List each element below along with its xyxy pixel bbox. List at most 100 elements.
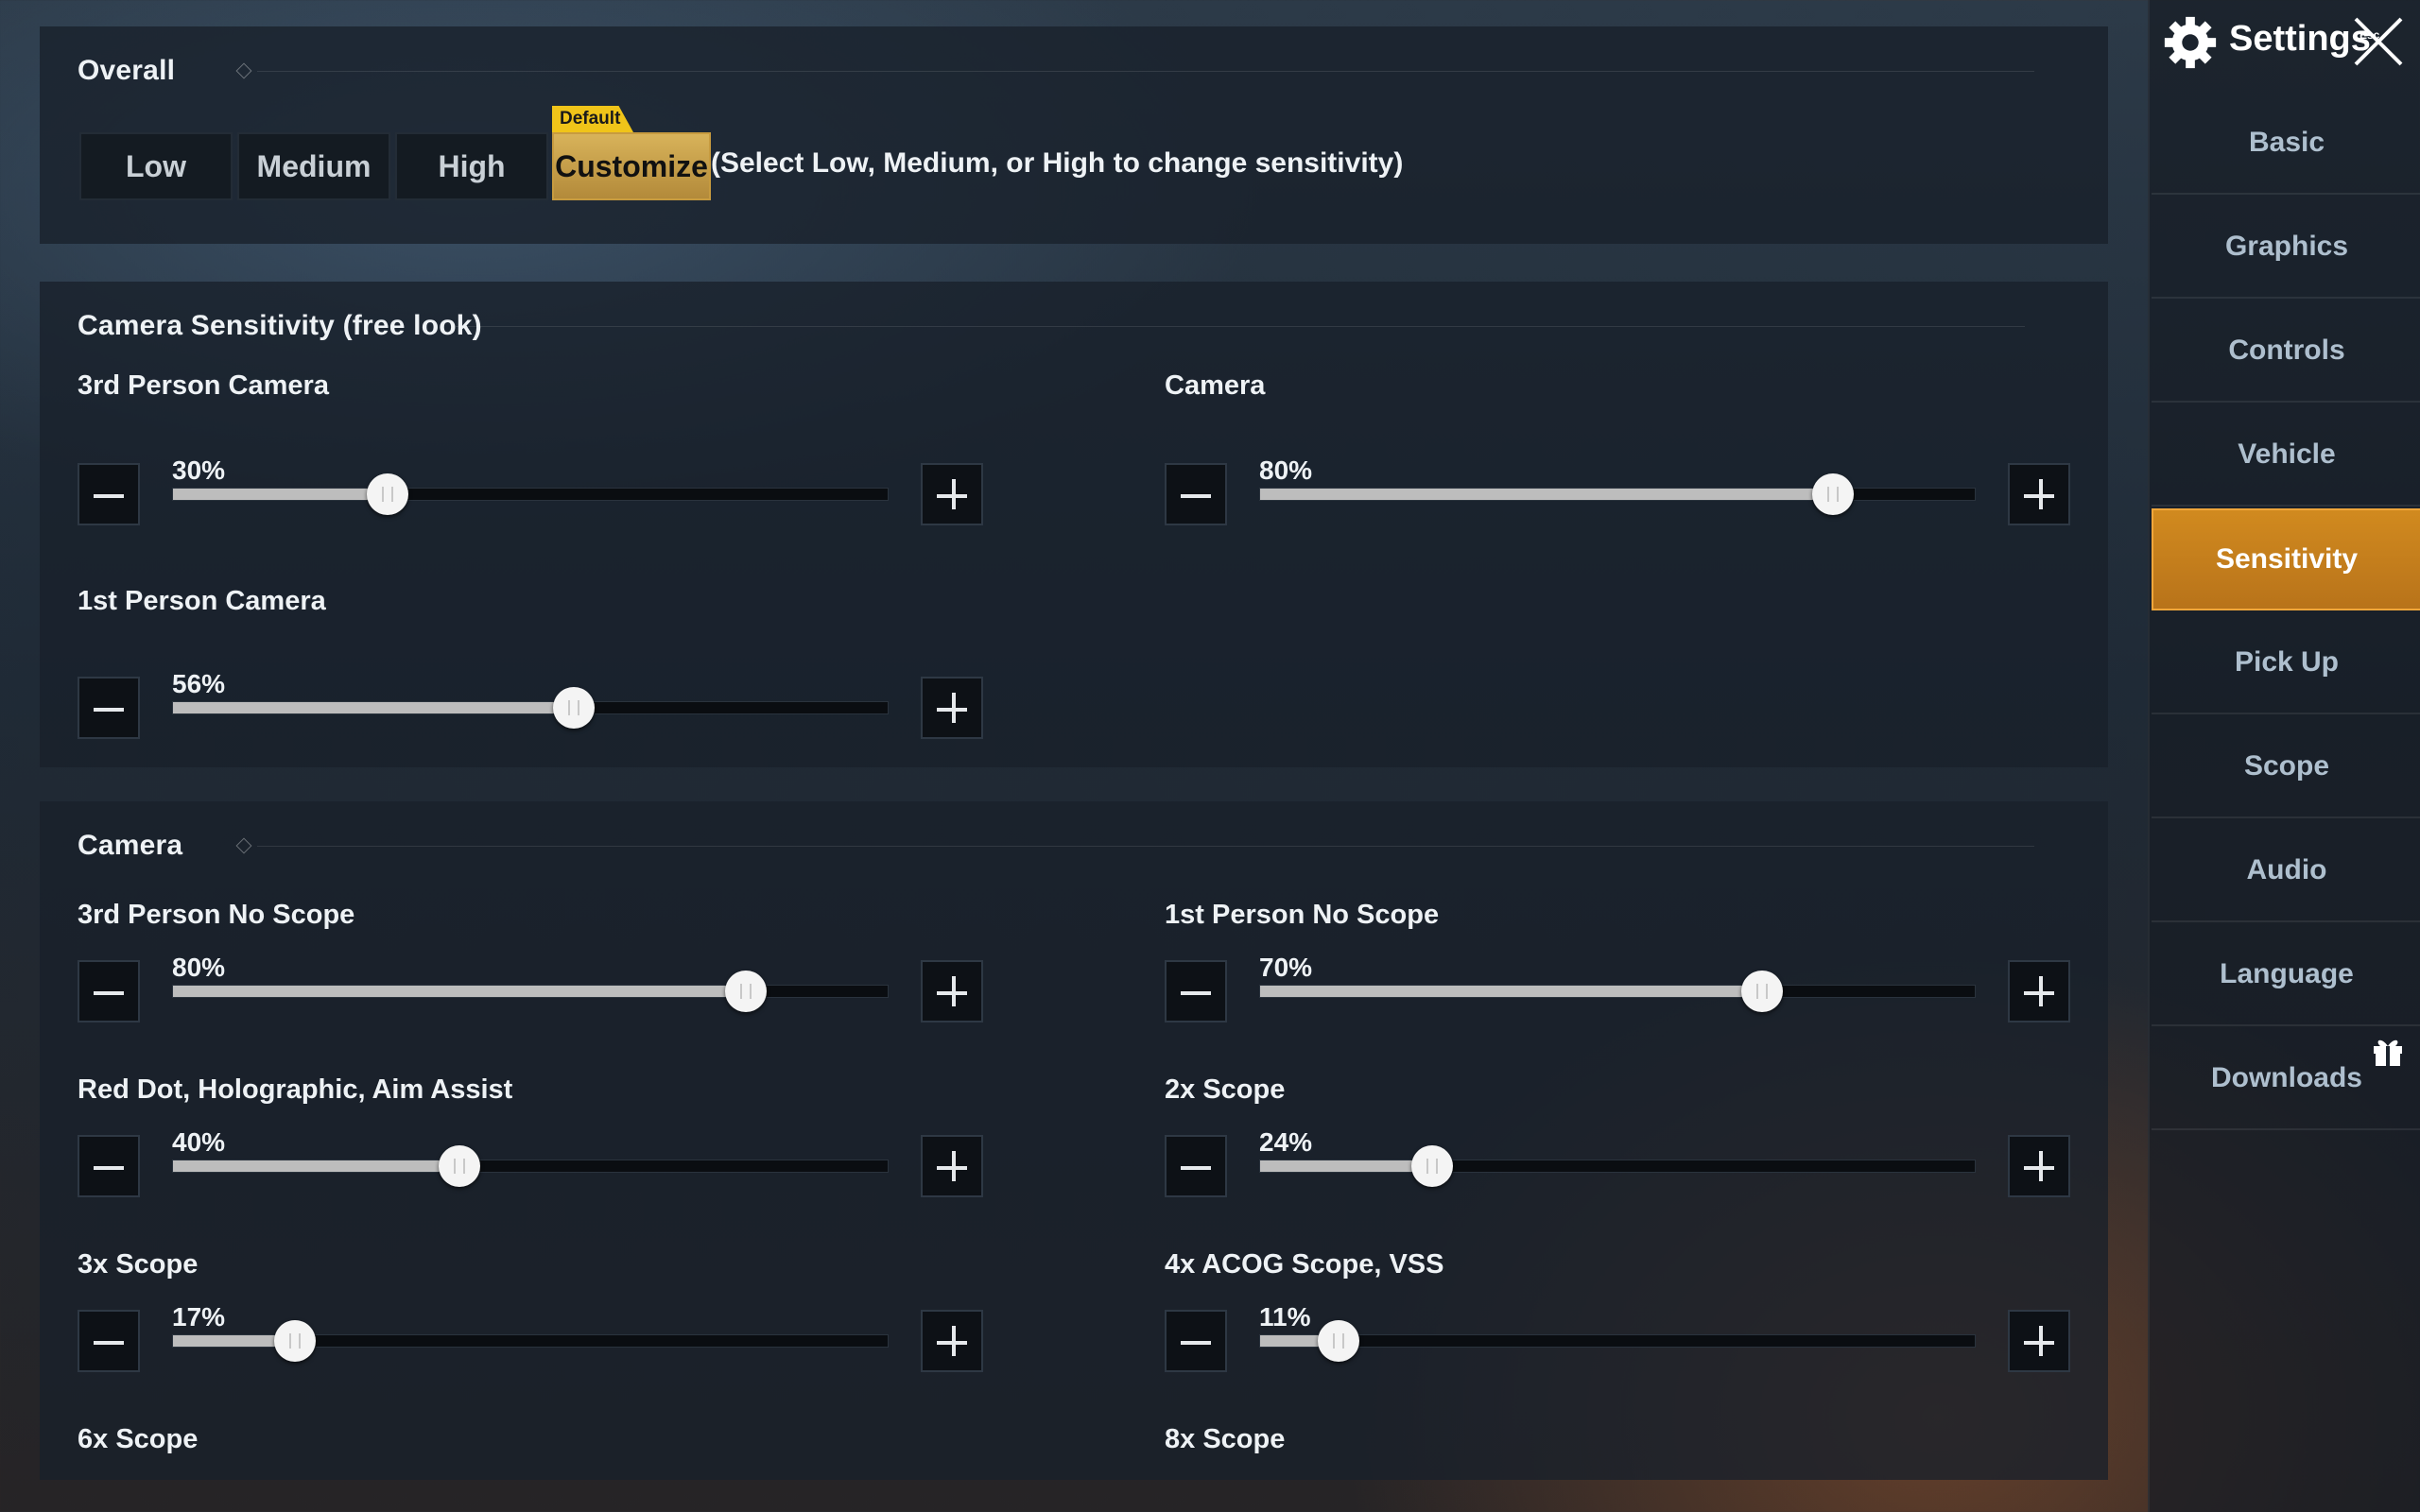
sidebar-item-audio[interactable]: Audio <box>2152 820 2420 922</box>
3x-scope-decrease-button[interactable] <box>78 1310 140 1372</box>
red-dot-holographic-aim-assist-value: 40% <box>172 1127 226 1157</box>
1st-person-camera-slider-thumb[interactable] <box>553 687 595 729</box>
close-icon[interactable] <box>2350 13 2407 70</box>
camera-slider-fill <box>1260 489 1833 500</box>
sidebar-item-scope[interactable]: Scope <box>2152 716 2420 818</box>
camera-increase-button[interactable] <box>2008 463 2070 525</box>
sidebar-header: Settings Esc <box>2150 0 2420 83</box>
camera-value: 80% <box>1259 455 1313 485</box>
preset-high-label: High <box>438 148 506 183</box>
sidebar-item-basic[interactable]: Basic <box>2152 93 2420 195</box>
red-dot-holographic-aim-assist-label: Red Dot, Holographic, Aim Assist <box>78 1074 513 1105</box>
4x-acog-scope-vss-increase-button[interactable] <box>2008 1310 2070 1372</box>
sidebar-item-label: Scope <box>2243 750 2330 782</box>
1st-person-no-scope-decrease-button[interactable] <box>1165 960 1227 1022</box>
sidebar-item-language[interactable]: Language <box>2152 924 2420 1026</box>
esc-hint: Esc <box>2360 28 2380 42</box>
1st-person-no-scope-value: 70% <box>1259 953 1313 982</box>
default-badge: Default <box>552 106 633 132</box>
camera-heading: Camera <box>78 830 183 861</box>
gear-icon <box>2164 16 2217 69</box>
4x-acog-scope-vss-decrease-button[interactable] <box>1165 1310 1227 1372</box>
free-look-heading: Camera Sensitivity (free look) <box>78 310 482 341</box>
3rd-person-no-scope-decrease-button[interactable] <box>78 960 140 1022</box>
4x-acog-scope-vss-label: 4x ACOG Scope, VSS <box>1165 1249 1444 1280</box>
heading-divider <box>257 71 2034 72</box>
heading-divider <box>456 326 2025 327</box>
camera-label: Camera <box>1165 370 1266 401</box>
1st-person-camera-slider-track[interactable] <box>172 687 889 729</box>
3rd-person-no-scope-slider-track[interactable] <box>172 971 889 1012</box>
4x-acog-scope-vss-slider-track[interactable] <box>1259 1320 1976 1362</box>
4x-acog-scope-vss-value: 11% <box>1259 1302 1311 1332</box>
preset-customize-label: Customize <box>555 148 708 183</box>
1st-person-no-scope-slider-track[interactable] <box>1259 971 1976 1012</box>
1st-person-camera-slider-fill <box>173 702 574 713</box>
sidebar-item-sensitivity[interactable]: Sensitivity <box>2152 508 2420 610</box>
1st-person-camera-value: 56% <box>172 669 226 698</box>
sidebar-item-graphics[interactable]: Graphics <box>2152 197 2420 299</box>
red-dot-holographic-aim-assist-slider-fill <box>173 1160 459 1172</box>
preset-hint: (Select Low, Medium, or High to change s… <box>711 147 1404 179</box>
3x-scope-increase-button[interactable] <box>921 1310 983 1372</box>
camera-slider-track[interactable] <box>1259 473 1976 515</box>
3rd-person-no-scope-slider-fill <box>173 986 746 997</box>
3x-scope-slider-track[interactable] <box>172 1320 889 1362</box>
preset-medium-button[interactable]: Medium <box>237 132 390 200</box>
camera-slider-thumb[interactable] <box>1812 473 1854 515</box>
3x-scope-label: 3x Scope <box>78 1249 199 1280</box>
6x-scope-label: 6x Scope <box>78 1424 199 1454</box>
1st-person-no-scope-increase-button[interactable] <box>2008 960 2070 1022</box>
3rd-person-no-scope-value: 80% <box>172 953 226 982</box>
overall-heading: Overall <box>78 55 176 86</box>
red-dot-holographic-aim-assist-slider-thumb[interactable] <box>439 1145 480 1187</box>
red-dot-holographic-aim-assist-increase-button[interactable] <box>921 1135 983 1197</box>
2x-scope-increase-button[interactable] <box>2008 1135 2070 1197</box>
camera-panel: Camera <box>40 801 2108 1480</box>
sidebar-item-label: Audio <box>2246 854 2327 885</box>
red-dot-holographic-aim-assist-decrease-button[interactable] <box>78 1135 140 1197</box>
sidebar-item-label: Graphics <box>2224 231 2349 262</box>
3rd-person-camera-decrease-button[interactable] <box>78 463 140 525</box>
heading-divider <box>257 846 2034 847</box>
red-dot-holographic-aim-assist-slider-track[interactable] <box>172 1145 889 1187</box>
8x-scope-label: 8x Scope <box>1165 1424 1286 1454</box>
2x-scope-slider-track[interactable] <box>1259 1145 1976 1187</box>
sidebar-item-label: Basic <box>2248 127 2325 158</box>
3rd-person-camera-value: 30% <box>172 455 226 485</box>
3rd-person-camera-slider-thumb[interactable] <box>367 473 408 515</box>
sidebar-item-label: Sensitivity <box>2215 543 2359 575</box>
preset-high-button[interactable]: High <box>395 132 548 200</box>
2x-scope-label: 2x Scope <box>1165 1074 1286 1105</box>
4x-acog-scope-vss-slider-thumb[interactable] <box>1318 1320 1359 1362</box>
preset-medium-label: Medium <box>256 148 372 183</box>
2x-scope-decrease-button[interactable] <box>1165 1135 1227 1197</box>
sidebar-item-vehicle[interactable]: Vehicle <box>2152 404 2420 507</box>
3rd-person-no-scope-slider-thumb[interactable] <box>725 971 767 1012</box>
3rd-person-no-scope-increase-button[interactable] <box>921 960 983 1022</box>
1st-person-no-scope-label: 1st Person No Scope <box>1165 900 1440 930</box>
3x-scope-value: 17% <box>172 1302 226 1332</box>
1st-person-camera-label: 1st Person Camera <box>78 586 326 616</box>
sidebar-item-label: Controls <box>2228 335 2345 366</box>
sidebar-item-label: Downloads <box>2210 1062 2362 1093</box>
3x-scope-slider-fill <box>173 1335 295 1347</box>
sidebar-item-pick-up[interactable]: Pick Up <box>2152 612 2420 714</box>
1st-person-camera-decrease-button[interactable] <box>78 677 140 739</box>
sidebar-item-downloads[interactable]: Downloads <box>2152 1028 2420 1130</box>
3rd-person-camera-increase-button[interactable] <box>921 463 983 525</box>
3rd-person-camera-slider-track[interactable] <box>172 473 889 515</box>
heading-ornament-icon <box>235 62 252 79</box>
preset-customize-button[interactable]: Customize <box>552 132 711 200</box>
preset-low-button[interactable]: Low <box>79 132 233 200</box>
3x-scope-slider-thumb[interactable] <box>274 1320 316 1362</box>
camera-decrease-button[interactable] <box>1165 463 1227 525</box>
2x-scope-slider-thumb[interactable] <box>1411 1145 1453 1187</box>
1st-person-camera-increase-button[interactable] <box>921 677 983 739</box>
gift-icon <box>2374 1040 2402 1066</box>
sidebar-item-controls[interactable]: Controls <box>2152 301 2420 403</box>
1st-person-no-scope-slider-fill <box>1260 986 1762 997</box>
1st-person-no-scope-slider-thumb[interactable] <box>1741 971 1783 1012</box>
sidebar-item-label: Pick Up <box>2234 646 2340 678</box>
